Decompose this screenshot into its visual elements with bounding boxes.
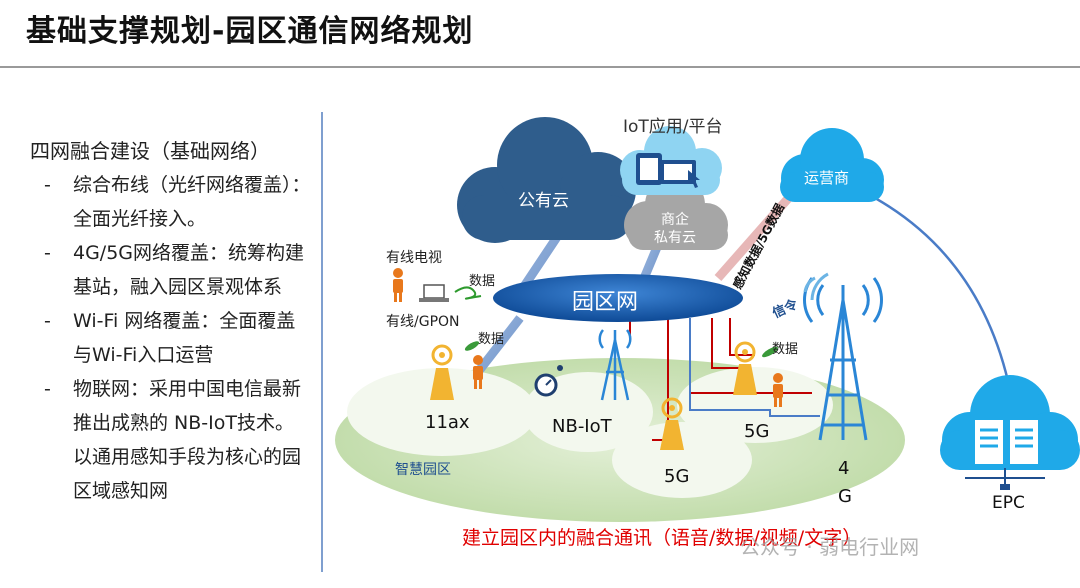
list-item-line: 全面光纤接入。 xyxy=(73,208,207,230)
person-icon xyxy=(773,373,783,407)
panel-heading: 四网融合建设（基础网络） xyxy=(30,139,270,163)
data-label: 数据 xyxy=(469,274,495,289)
cable-tv-label: 有线电视 xyxy=(386,250,442,266)
list-item-line: 以通用感知手段为核心的园 xyxy=(73,446,302,468)
wifi-ap-icon xyxy=(430,344,454,400)
nbiot-label: NB-IoT xyxy=(552,416,613,437)
tower-nbiot-icon xyxy=(598,329,632,401)
epc-label: EPC xyxy=(992,493,1025,513)
operator-epc-link xyxy=(859,188,1012,391)
list-item-line: 与Wi-Fi入口运营 xyxy=(73,344,214,366)
4g-label-line1: 4 xyxy=(838,458,849,479)
signaling-arcs-icon xyxy=(803,272,829,301)
left-panel: 四网融合建设（基础网络） - 综合布线（光纤网络覆盖）： 全面光纤接入。 - 4… xyxy=(30,134,320,508)
public-cloud xyxy=(457,117,636,243)
watermark: 公众号 · 弱电行业网 xyxy=(740,535,919,559)
wired-gpon-label: 有线/GPON xyxy=(386,314,460,330)
coverage-5g-a xyxy=(612,422,752,498)
wifi-11ax-label: 11ax xyxy=(425,412,470,433)
smart-campus-label: 智慧园区 xyxy=(395,462,451,478)
data-label: 数据 xyxy=(478,332,504,347)
list-dash: - xyxy=(44,310,51,332)
ap-5g-a-icon xyxy=(660,397,684,450)
epc-server-icon xyxy=(965,420,1045,490)
iot-device-icon xyxy=(636,153,700,188)
coverage-nbiot xyxy=(523,372,653,452)
wifi-pipe xyxy=(474,315,524,375)
meter-icon xyxy=(534,365,563,397)
operator-pipe xyxy=(714,182,804,281)
private-cloud-label-line2: 私有云 xyxy=(654,230,696,246)
list-item-line: 物联网：采用中国电信最新 xyxy=(73,378,302,400)
list-item-line: 4G/5G网络覆盖：统筹构建 xyxy=(73,242,305,264)
private-cloud-label-line1: 商企 xyxy=(661,211,689,228)
person-icon xyxy=(473,355,483,389)
coverage-11ax xyxy=(347,368,537,456)
list-item: - 4G/5G网络覆盖：统筹构建 基站，融入园区景观体系 xyxy=(30,236,320,304)
list-item-line: Wi-Fi 网络覆盖：全面覆盖 xyxy=(73,310,296,332)
person-icon xyxy=(393,268,403,302)
public-cloud-label: 公有云 xyxy=(518,191,569,211)
title-divider xyxy=(0,66,1080,68)
caption: 建立园区内的融合通讯（语音/数据/视频/文字） xyxy=(462,527,861,549)
5g-label-b: 5G xyxy=(744,421,769,442)
operator-label: 运营商 xyxy=(804,169,849,187)
vertical-divider xyxy=(321,112,323,572)
blue-wiring xyxy=(689,318,820,417)
5g-label-a: 5G xyxy=(664,466,689,487)
operator-cloud xyxy=(780,128,884,202)
list-item: - 综合布线（光纤网络覆盖）： 全面光纤接入。 xyxy=(30,168,320,236)
list-item: - 物联网：采用中国电信最新 推出成熟的 NB-IoT技术。 以通用感知手段为核… xyxy=(30,372,320,508)
list-dash: - xyxy=(44,242,51,264)
tower-4g-icon xyxy=(802,277,884,441)
list-item: - Wi-Fi 网络覆盖：全面覆盖 与Wi-Fi入口运营 xyxy=(30,304,320,372)
ap-5g-b-icon xyxy=(733,341,757,395)
list-dash: - xyxy=(44,378,51,400)
campus-network-label: 园区网 xyxy=(572,290,638,315)
list-item-line: 综合布线（光纤网络覆盖）： xyxy=(73,174,311,196)
iot-platform-label: IoT应用/平台 xyxy=(623,117,723,137)
leaf-icon xyxy=(464,341,778,358)
laptop-icon xyxy=(419,284,449,302)
page-title: 基础支撑规划-园区通信网络规划 xyxy=(26,14,474,49)
signaling-label: 信令 xyxy=(770,296,801,322)
data-signal-icon xyxy=(454,286,482,300)
list-dash: - xyxy=(44,174,51,196)
campus-network-oval xyxy=(493,274,743,322)
list-item-line: 基站，融入园区景观体系 xyxy=(73,276,283,298)
coverage-5g-b xyxy=(677,367,833,443)
4g-label-line2: G xyxy=(838,486,852,507)
list-item-line: 区域感知网 xyxy=(73,480,169,502)
list-item-line: 推出成熟的 NB-IoT技术。 xyxy=(73,412,294,434)
sensing-5g-label: 感知数据/5G数据 xyxy=(729,201,787,292)
data-label: 数据 xyxy=(772,342,798,357)
